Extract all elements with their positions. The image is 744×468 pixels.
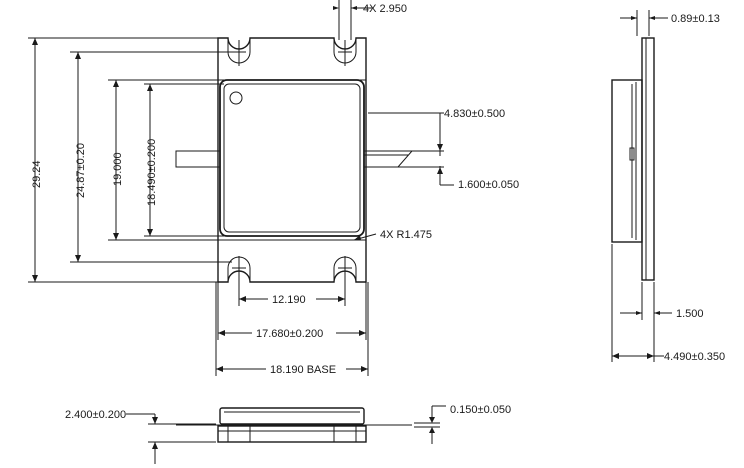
side-view: 0.89±0.13 1.500 4.490±0.350 [611, 10, 725, 363]
dim-hole-pitch-horizontal: 12.190 [272, 294, 306, 306]
top-view-dimensions: 4X 2.950 29.24 24.87±0.20 19.000 18.490±… [28, 0, 519, 376]
flange-outline [217, 37, 367, 283]
side-lid [611, 79, 643, 243]
front-view: 2.400±0.200 0.150±0.050 [65, 404, 511, 464]
dim-lid-inner: 18.490±0.200 [146, 139, 158, 206]
dim-side-step: 1.500 [676, 308, 704, 320]
dim-hole-pitch-vertical: 24.87±0.20 [75, 143, 87, 198]
dim-lead-thickness: 0.150±0.050 [450, 404, 511, 416]
dim-base-width: 18.190 BASE [270, 364, 336, 376]
dim-side-base-thickness: 0.89±0.13 [671, 13, 720, 25]
lead-left [175, 150, 221, 168]
lid-outline [219, 79, 365, 237]
side-base [641, 37, 655, 281]
dim-flange-width: 17.680±0.200 [256, 328, 323, 340]
dim-front-height: 2.400±0.200 [65, 409, 126, 421]
dim-corner-radius: 4X R1.475 [380, 229, 432, 241]
front-lid [219, 407, 365, 425]
dim-lead-offset: 1.600±0.050 [458, 179, 519, 191]
top-view [175, 37, 414, 283]
dim-side-total: 4.490±0.350 [664, 351, 725, 363]
dim-lid-outer: 19.000 [112, 152, 124, 186]
front-base [217, 425, 367, 443]
dim-hole-dia: 4X 2.950 [363, 3, 407, 15]
dim-overall-height: 29.24 [31, 160, 43, 188]
pin1-marker [229, 91, 243, 105]
lead-right [364, 150, 414, 168]
dim-lead-width: 4.830±0.500 [444, 108, 505, 120]
